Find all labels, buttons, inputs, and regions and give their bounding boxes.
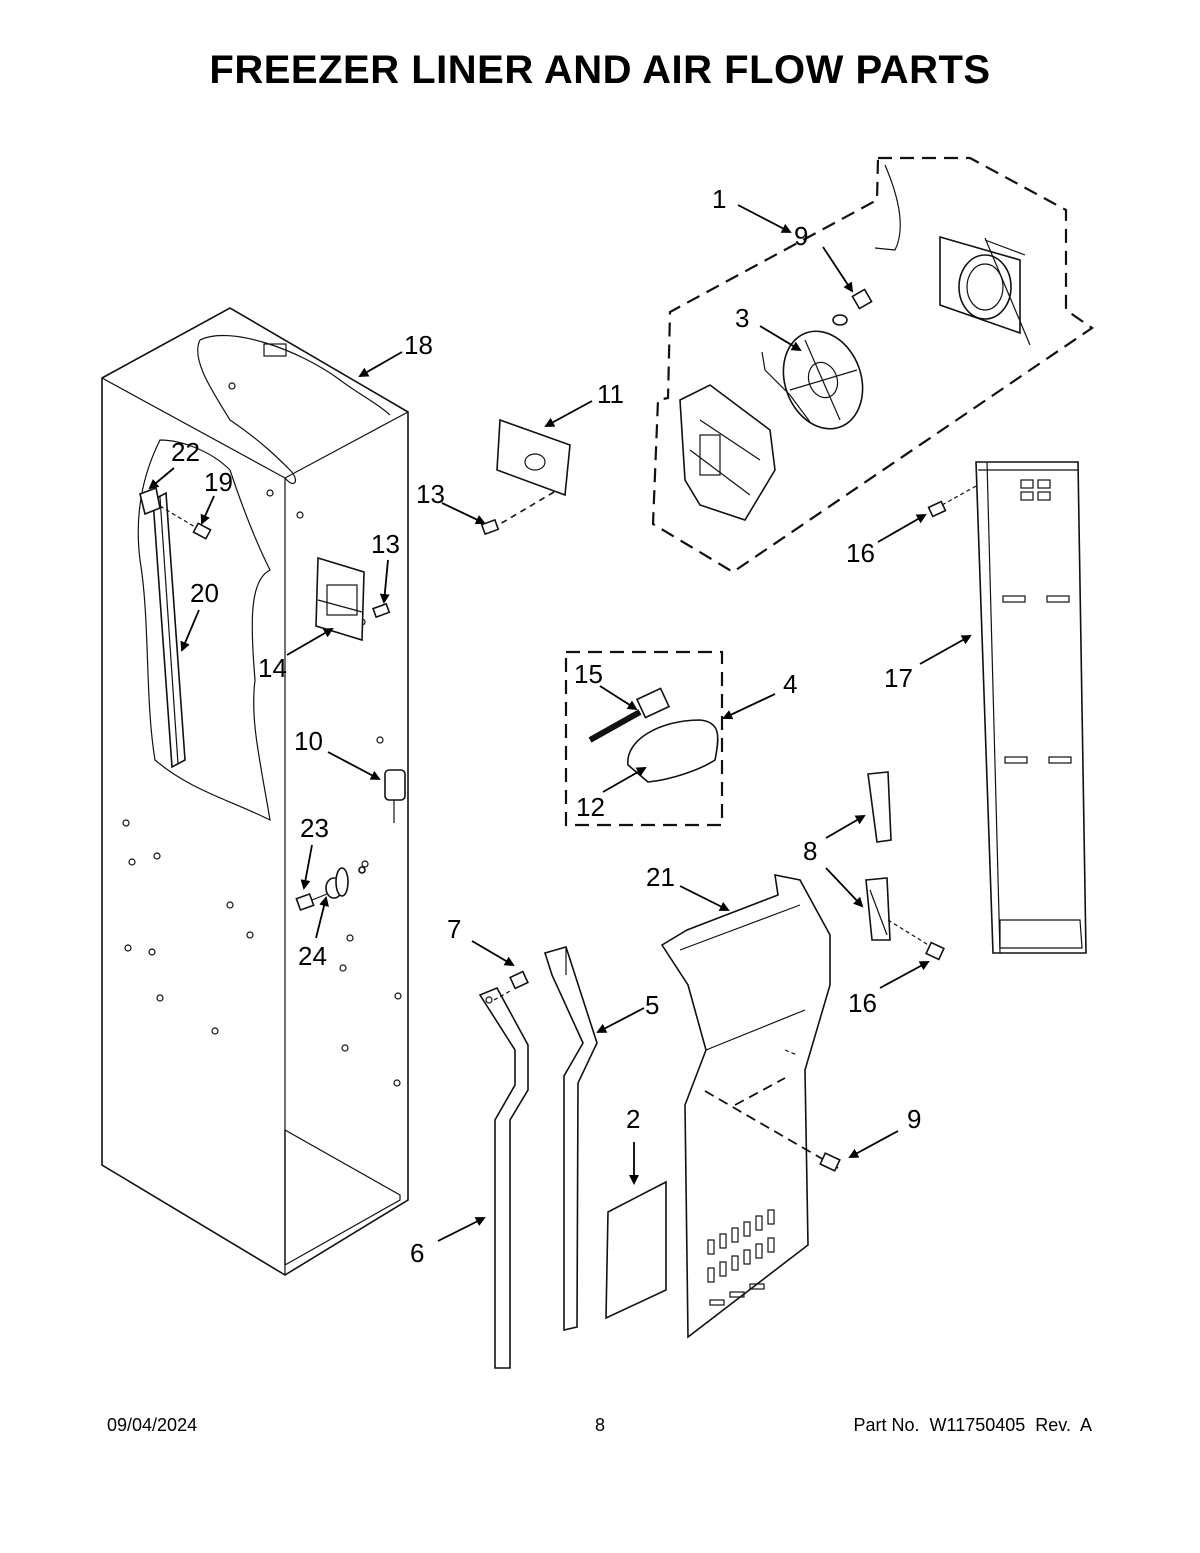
footer-page-number: 8: [594, 1415, 605, 1435]
control-housing-14: [315, 556, 365, 642]
callout-22: 22: [171, 437, 200, 467]
screw-13-b: [372, 602, 391, 619]
callout-16-bottom: 16: [848, 988, 877, 1018]
footer-part-number: Part No. W11750405 Rev. A: [853, 1415, 1092, 1435]
bracket-6: [478, 986, 529, 1369]
control-board-11: [494, 418, 571, 528]
page-title: FREEZER LINER AND AIR FLOW PARTS: [209, 48, 991, 92]
callout-10: 10: [294, 726, 323, 756]
screw-16-b: [887, 919, 945, 961]
screw-13-a: [480, 518, 500, 536]
callout-18: 18: [404, 330, 433, 360]
callout-13-right: 13: [371, 529, 400, 559]
callout-2: 2: [626, 1104, 640, 1134]
bracket-22: [139, 486, 161, 516]
callout-3: 3: [735, 303, 749, 333]
callout-1: 1: [712, 184, 726, 214]
fitting-23-24: [295, 866, 366, 912]
callout-9-top: 9: [794, 221, 808, 251]
gasket-5: [543, 946, 598, 1332]
callout-9-bottom: 9: [907, 1104, 921, 1134]
screw-16-a: [927, 484, 979, 518]
callout-12: 12: [576, 792, 605, 822]
screw-7: [493, 970, 529, 1001]
callout-13-left: 13: [416, 479, 445, 509]
kit-4: [564, 650, 724, 827]
duct-cover-21: [660, 873, 839, 1339]
bracket-8: [865, 771, 892, 941]
leader-arrows: [148, 204, 972, 1242]
callout-16-top: 16: [846, 538, 875, 568]
callout-23: 23: [300, 813, 329, 843]
screw-19: [159, 505, 212, 540]
sensor-10: [384, 769, 406, 823]
callout-4: 4: [783, 669, 797, 699]
callout-17: 17: [884, 663, 913, 693]
callout-8: 8: [803, 836, 817, 866]
callout-11: 11: [597, 379, 624, 409]
screw-9-b: [819, 1152, 841, 1172]
callout-5: 5: [645, 990, 659, 1020]
freezer-liner: [101, 307, 409, 1276]
callout-15: 15: [574, 659, 603, 689]
callout-20: 20: [190, 578, 219, 608]
footer-date: 09/04/2024: [107, 1415, 198, 1435]
callout-21: 21: [646, 862, 675, 892]
callout-19: 19: [204, 467, 233, 497]
callout-7: 7: [447, 914, 461, 944]
pad-2: [605, 1180, 667, 1320]
callout-14: 14: [258, 653, 287, 683]
callout-24: 24: [298, 941, 327, 971]
air-tower-17: [975, 461, 1087, 954]
callout-6: 6: [410, 1238, 424, 1268]
fan-assembly-1: [651, 156, 1094, 574]
